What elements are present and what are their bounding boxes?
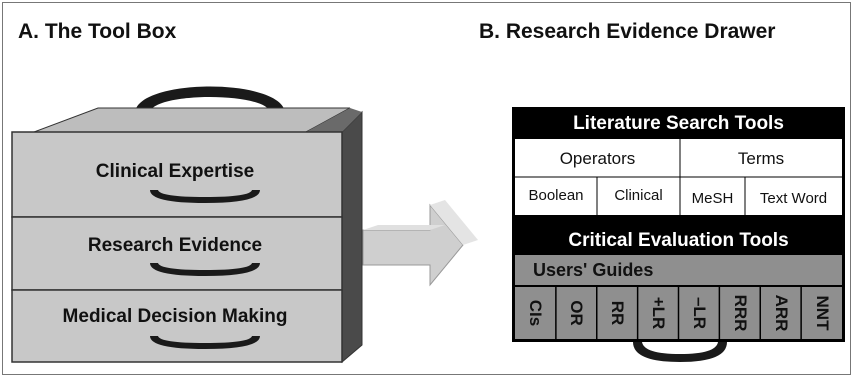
terms-label: Terms xyxy=(737,149,785,168)
users-guides-label: Users' Guides xyxy=(533,260,654,280)
clinical-label: Clinical xyxy=(614,187,663,204)
measure-label: –LR xyxy=(689,296,709,330)
literature-search-title: Literature Search Tools xyxy=(573,113,784,134)
operators-label: Operators xyxy=(559,149,636,168)
label-clinical-expertise: Clinical Expertise xyxy=(95,161,255,182)
measure-label: NNT xyxy=(812,295,832,331)
drawer-pull-3 xyxy=(150,336,260,349)
drawer-research-evidence xyxy=(11,216,343,291)
label-research-evidence: Research Evidence xyxy=(87,235,263,256)
text-word-label: Text Word xyxy=(759,190,828,207)
label-medical-decision-making: Medical Decision Making xyxy=(62,306,288,327)
measure-label: ARR xyxy=(771,294,791,332)
drawer-clinical-expertise xyxy=(11,131,343,218)
measure-label: OR xyxy=(567,300,587,326)
measure-label: RR xyxy=(608,300,628,326)
mesh-label: MeSH xyxy=(691,190,734,207)
drawer-medical-decision-making xyxy=(11,289,343,363)
drawer-pull-1 xyxy=(150,190,260,203)
measure-label: RRR xyxy=(730,294,750,332)
toolbox-heading: A. The Tool Box xyxy=(18,20,177,43)
drawer-heading: B. Research Evidence Drawer xyxy=(479,20,776,43)
critical-evaluation-title: Critical Evaluation Tools xyxy=(568,230,789,251)
toolbox-side xyxy=(341,110,363,364)
drawer-pull-2 xyxy=(150,263,260,276)
boolean-label: Boolean xyxy=(528,187,584,204)
users-guides-bar xyxy=(515,255,842,285)
measure-label: +LR xyxy=(649,296,669,330)
measure-label: CIs xyxy=(526,299,546,327)
toolbox-handle xyxy=(135,86,285,112)
evidence-drawer-handle xyxy=(633,342,727,362)
